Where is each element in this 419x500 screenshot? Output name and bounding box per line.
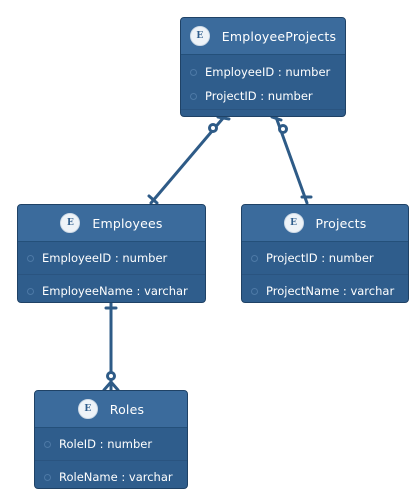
crowfoot-mark	[270, 115, 283, 122]
attribute-label: EmployeeID : number	[42, 251, 168, 265]
attribute-label: ProjectID : number	[205, 89, 313, 103]
entity-icon: E	[77, 399, 98, 419]
entity-employeeprojects[interactable]: E EmployeeProjects EmployeeID : number P…	[180, 17, 346, 117]
entity-roles[interactable]: E Roles RoleID : number RoleName : varch…	[34, 390, 188, 489]
attribute-row: ProjectID : number	[181, 83, 345, 110]
attribute-row: ProjectName : varchar	[242, 275, 408, 302]
attribute-row: EmployeeID : number	[181, 61, 345, 83]
entity-header: E Roles	[35, 391, 187, 428]
attribute-bullet-icon	[251, 255, 258, 262]
entity-icon: E	[283, 213, 304, 233]
entity-title: EmployeeProjects	[221, 28, 337, 44]
entity-icon: E	[189, 26, 210, 46]
attribute-bullet-icon	[190, 69, 197, 76]
attribute-bullet-icon	[44, 441, 51, 448]
attribute-row: RoleName : varchar	[35, 461, 187, 488]
zero-circle-mark	[106, 371, 116, 381]
attribute-row: EmployeeID : number	[18, 242, 205, 275]
attribute-bullet-icon	[27, 255, 34, 262]
crowfoot-mark	[216, 115, 231, 121]
attribute-label: RoleName : varchar	[59, 470, 173, 484]
attribute-label: ProjectID : number	[266, 251, 374, 265]
entity-header: E EmployeeProjects	[181, 18, 345, 55]
attribute-bullet-icon	[27, 288, 34, 295]
crowfoot-mark	[109, 380, 120, 392]
attribute-label: EmployeeName : varchar	[42, 284, 188, 298]
attribute-bullet-icon	[190, 93, 197, 100]
attribute-row: ProjectID : number	[242, 242, 408, 275]
attribute-label: EmployeeID : number	[205, 65, 331, 79]
crowfoot-mark	[102, 380, 113, 392]
attribute-row: RoleID : number	[35, 428, 187, 461]
entity-header: E Employees	[18, 205, 205, 242]
entity-employees[interactable]: E Employees EmployeeID : number Employee…	[17, 204, 206, 303]
attribute-label: ProjectName : varchar	[266, 284, 395, 298]
entity-title: Employees	[92, 215, 163, 231]
link-employeeprojects-employees	[147, 115, 231, 205]
one-bar-mark	[147, 194, 159, 205]
attribute-bullet-icon	[251, 288, 258, 295]
attribute-row: EmployeeName : varchar	[18, 275, 205, 302]
entity-title: Projects	[315, 215, 367, 231]
zero-circle-mark	[208, 123, 218, 133]
attribute-bullet-icon	[44, 474, 51, 481]
entity-projects[interactable]: E Projects ProjectID : number ProjectNam…	[241, 204, 409, 303]
entity-icon: E	[60, 213, 81, 233]
entity-title: Roles	[109, 401, 145, 417]
link-employees-roles	[102, 301, 120, 392]
zero-circle-mark	[278, 124, 288, 134]
link-employeeprojects-projects	[270, 115, 313, 205]
attribute-label: RoleID : number	[59, 437, 153, 451]
entity-header: E Projects	[242, 205, 408, 242]
